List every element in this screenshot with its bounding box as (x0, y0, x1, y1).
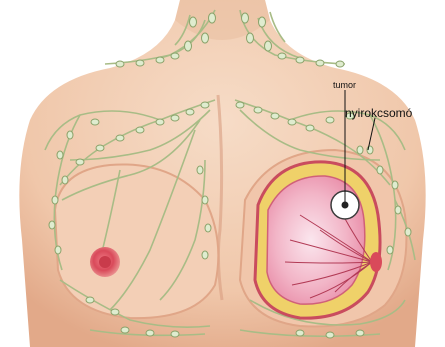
lymph-node (288, 119, 296, 125)
lymph-node (236, 102, 244, 108)
lymph-node (156, 119, 164, 125)
lymph-node (326, 332, 334, 338)
lymph-node (209, 13, 216, 23)
lymph-node (67, 131, 73, 139)
lymph-node (76, 159, 84, 165)
lymph-node (171, 115, 179, 121)
lymph-node (357, 146, 363, 154)
lymph-node (405, 228, 411, 236)
tumor-core (342, 202, 349, 209)
lymph-node (171, 331, 179, 337)
lymph-node-label: nyirokcsomó (345, 106, 413, 120)
left-nipple-center (99, 256, 111, 268)
lymph-node (395, 206, 401, 214)
tumor-label: tumor (333, 80, 356, 90)
lymph-node (392, 181, 398, 189)
lymph-node (57, 151, 63, 159)
breast-cross-section (255, 162, 382, 318)
lymph-node (136, 60, 144, 66)
lymph-node (202, 196, 208, 204)
lymph-node (367, 146, 373, 154)
lymph-node (197, 166, 203, 174)
lymph-node (146, 330, 154, 336)
lymph-node (278, 53, 286, 59)
lymph-node (52, 196, 58, 204)
lymph-node (111, 309, 119, 315)
lymph-node (259, 17, 266, 27)
lymph-node (49, 221, 55, 229)
lymph-node (190, 17, 197, 27)
lymph-node (265, 41, 272, 51)
lymph-node (247, 33, 254, 43)
lymph-node (205, 224, 211, 232)
lymph-node (185, 41, 192, 51)
lymph-node (91, 119, 99, 125)
lymph-node (202, 251, 208, 259)
lymph-node (136, 127, 144, 133)
lymph-node (201, 102, 209, 108)
lymph-node (296, 330, 304, 336)
lymph-node (336, 61, 344, 67)
lymph-node (377, 166, 383, 174)
lymph-node (186, 109, 194, 115)
lymph-node (254, 107, 262, 113)
right-nipple (370, 252, 382, 272)
lymph-node (387, 246, 393, 254)
lymph-node (326, 117, 334, 123)
lymph-node (296, 57, 304, 63)
lymph-node (116, 61, 124, 67)
lymph-node (271, 113, 279, 119)
lymph-node (171, 53, 179, 59)
lymph-node (116, 135, 124, 141)
lymph-node (55, 246, 61, 254)
lymph-node (86, 297, 94, 303)
lymph-node (62, 176, 68, 184)
lymph-node (202, 33, 209, 43)
lymph-node (356, 330, 364, 336)
lymph-node (121, 327, 129, 333)
lymph-node (156, 57, 164, 63)
lymph-node (316, 60, 324, 66)
lymph-node (242, 13, 249, 23)
lymph-node (306, 125, 314, 131)
lymph-node (96, 145, 104, 151)
